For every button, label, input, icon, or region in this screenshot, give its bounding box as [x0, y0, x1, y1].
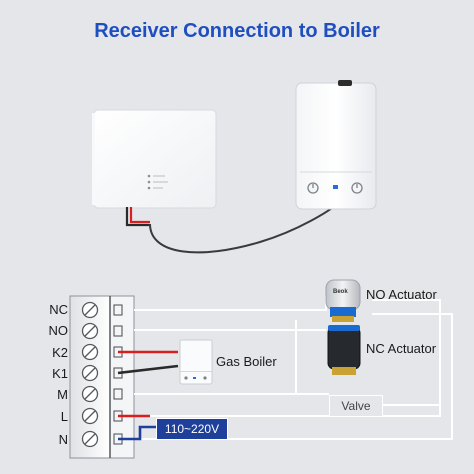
terminal-label-no: NO	[48, 323, 69, 338]
gas-boiler-label: Gas Boiler	[216, 354, 277, 369]
k1-wire	[117, 364, 179, 375]
terminal-screw-slot-no	[84, 325, 96, 337]
terminal-screw-slot-k1	[84, 367, 96, 379]
receiver-wire-black	[125, 207, 150, 227]
n-power-wire	[118, 425, 156, 441]
valve-label: Valve	[329, 395, 383, 417]
terminal-screw-slot-n	[84, 433, 96, 445]
page-title: Receiver Connection to Boiler	[94, 20, 380, 42]
terminal-screw-slot-m	[84, 388, 96, 400]
gas-boiler-device	[179, 339, 213, 385]
terminal-label-m: M	[57, 387, 68, 402]
terminal-block	[69, 295, 135, 459]
terminal-socket-m	[113, 388, 123, 400]
nc-actuator-label: NC Actuator	[366, 341, 437, 356]
terminal-label-n: N	[58, 432, 68, 447]
voltage-label: 110~220V	[156, 418, 228, 440]
actuator-brand-logo: Beok	[333, 289, 348, 295]
terminal-screw-slot-nc	[84, 304, 96, 316]
terminal-label-l: L	[60, 409, 68, 424]
terminal-socket-nc	[113, 304, 123, 316]
terminal-label-k1: K1	[52, 366, 68, 381]
receiver-unit	[92, 109, 217, 209]
no-actuator-device	[325, 279, 361, 322]
no-actuator-label: NO Actuator	[366, 287, 437, 302]
terminal-screw-slot-l	[84, 410, 96, 422]
terminal-label-nc: NC	[49, 302, 68, 317]
nc-actuator-device	[327, 325, 361, 375]
wall-boiler	[295, 80, 377, 210]
terminal-socket-no	[113, 325, 123, 337]
receiver-boiler-cable	[149, 204, 337, 254]
terminal-screws	[81, 301, 99, 448]
terminal-label-k2: K2	[52, 345, 68, 360]
terminal-screw-slot-k2	[84, 346, 96, 358]
receiver-wire-red	[129, 207, 150, 224]
